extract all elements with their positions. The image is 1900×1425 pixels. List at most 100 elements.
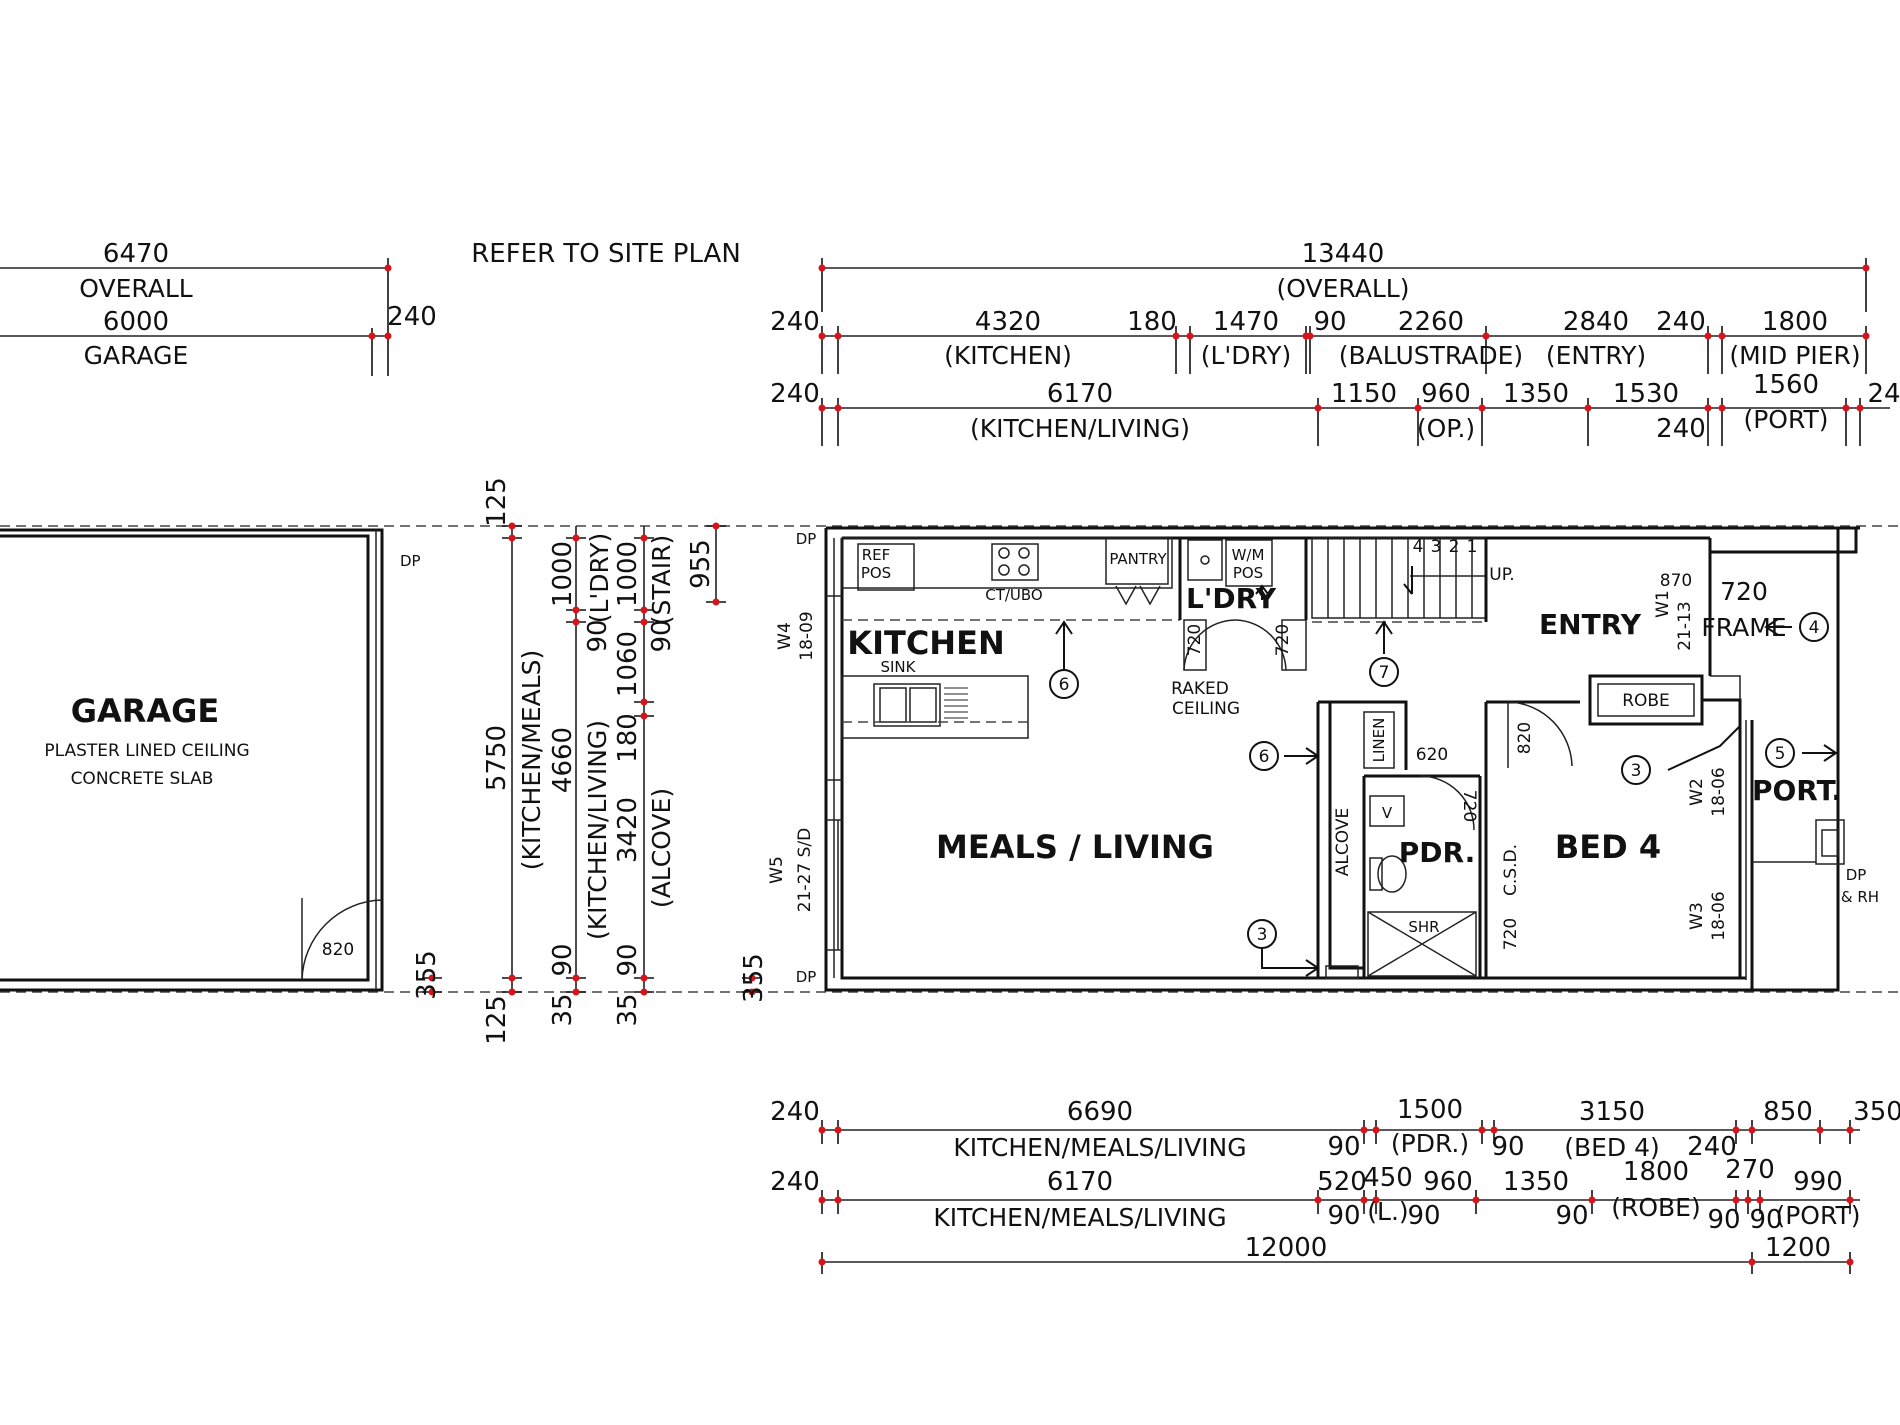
v-3420: 3420 bbox=[613, 797, 643, 863]
v-dim-mark bbox=[712, 598, 720, 606]
b1-3150: 3150 bbox=[1579, 1097, 1645, 1127]
laundry-label: L'DRY bbox=[1186, 582, 1277, 615]
v-alcove-label: (ALCOVE) bbox=[647, 788, 676, 908]
row1-dim-4: 90 bbox=[1313, 307, 1346, 337]
dim-mark bbox=[834, 1196, 842, 1204]
v-garage-355: 355 bbox=[412, 950, 442, 1000]
window-w2-size: 18-06 bbox=[1709, 767, 1729, 816]
v-180: 180 bbox=[613, 713, 643, 763]
b1-sub-90b: 90 bbox=[1491, 1132, 1524, 1162]
alcove-label: ALCOVE bbox=[1333, 808, 1353, 876]
v-stair-1000: 1000 bbox=[613, 541, 643, 607]
dim-mark bbox=[834, 404, 842, 412]
ref-label: REF bbox=[862, 546, 891, 564]
stair-step-3: 3 bbox=[1431, 537, 1442, 557]
marker-6-alcove: 6 bbox=[1259, 747, 1270, 767]
dim-mark bbox=[1588, 1196, 1596, 1204]
row1-dim-6: 2840 bbox=[1563, 307, 1629, 337]
kitchen-label: KITCHEN bbox=[847, 624, 1004, 662]
linen-label: LINEN bbox=[1370, 718, 1388, 763]
row1-label-3: (L'DRY) bbox=[1201, 341, 1292, 370]
ref-pos-label: POS bbox=[861, 564, 891, 582]
vanity-v-label: V bbox=[1382, 804, 1393, 822]
dim-mark bbox=[1478, 404, 1486, 412]
dim-mark bbox=[1856, 404, 1864, 412]
door-820-bed: 820 bbox=[1515, 722, 1535, 754]
b3-12000: 12000 bbox=[1245, 1233, 1328, 1263]
b1-6690: 6690 bbox=[1067, 1097, 1133, 1127]
dim-mark bbox=[1704, 404, 1712, 412]
dim-mark bbox=[1414, 404, 1422, 412]
row1-dim-2: 180 bbox=[1127, 307, 1177, 337]
dim-mark bbox=[818, 1258, 826, 1266]
v-stair-90: 90 bbox=[647, 619, 677, 652]
v-dim-mark bbox=[508, 988, 516, 996]
door-720-csd: 720 bbox=[1501, 918, 1521, 950]
window-w5: W5 bbox=[767, 856, 787, 884]
pantry-label: PANTRY bbox=[1109, 550, 1167, 568]
row2-dim-0: 240 bbox=[770, 379, 820, 409]
b2-sub-90b: 90 bbox=[1407, 1201, 1440, 1231]
b2-6170: 6170 bbox=[1047, 1167, 1113, 1197]
dim-mark bbox=[1372, 1126, 1380, 1134]
garage: GARAGE PLASTER LINED CEILING CONCRETE SL… bbox=[0, 528, 421, 992]
v-stair-label: (STAIR) bbox=[647, 535, 676, 626]
b1-240: 240 bbox=[770, 1097, 820, 1127]
row1-dim-3: 1470 bbox=[1213, 307, 1279, 337]
row1-dim-5: 2260 bbox=[1398, 307, 1464, 337]
b1-sub-240: 240 bbox=[1687, 1132, 1737, 1162]
v-kitchen-living-label: (KITCHEN/LIVING) bbox=[583, 720, 612, 940]
v-dim-mark bbox=[572, 974, 580, 982]
up-label: UP. bbox=[1489, 565, 1514, 585]
dim-mark bbox=[1472, 1196, 1480, 1204]
dim-mark bbox=[1490, 1126, 1498, 1134]
robe-label: ROBE bbox=[1622, 691, 1670, 711]
top-dimensions: REFER TO SITE PLAN 6470 OVERALL 6000 GAR… bbox=[0, 239, 1900, 446]
dim-mark bbox=[818, 404, 826, 412]
row2-dim-3: 960 bbox=[1421, 379, 1471, 409]
v-dim-mark bbox=[572, 534, 580, 542]
row2-dim-7: 1560 bbox=[1753, 370, 1819, 400]
meals-living-label: MEALS / LIVING bbox=[936, 828, 1214, 866]
csd-label: C.S.D. bbox=[1501, 844, 1521, 896]
dim-mark bbox=[1306, 332, 1314, 340]
v-kitchen-meals: 4660 bbox=[548, 727, 578, 793]
dim-mark bbox=[1186, 332, 1194, 340]
dim-mark bbox=[1748, 1258, 1756, 1266]
door-720-entry: 720 bbox=[1720, 577, 1768, 606]
dim-mark bbox=[1816, 1126, 1824, 1134]
row2-label-7: (PORT) bbox=[1743, 405, 1828, 434]
v-total-5750: 5750 bbox=[482, 725, 512, 791]
b1-label-pdr: (PDR.) bbox=[1391, 1129, 1469, 1158]
dim-mark bbox=[818, 332, 826, 340]
row1-dim-8: 1800 bbox=[1762, 307, 1828, 337]
dprh-dp-label: DP bbox=[1846, 866, 1867, 884]
v-kitchen-meals-label: (KITCHEN/MEALS) bbox=[517, 650, 546, 871]
section-markers: 6 7 6 3 3 4 5 bbox=[1049, 612, 1829, 949]
b3-1200: 1200 bbox=[1765, 1233, 1831, 1263]
flow-arrows bbox=[1055, 566, 1838, 977]
v-ldry-label: (L'DRY) bbox=[585, 533, 614, 624]
overall-dim: 13440 bbox=[1302, 239, 1385, 269]
row1-label-8: (MID PIER) bbox=[1729, 341, 1860, 370]
garage-title: GARAGE bbox=[71, 692, 220, 730]
dim-mark bbox=[1846, 1258, 1854, 1266]
door-720-ldry-left: 720 bbox=[1185, 624, 1205, 656]
window-w3-size: 18-06 bbox=[1709, 891, 1729, 940]
dp-top-label: DP bbox=[796, 530, 817, 548]
v-dim-mark bbox=[748, 988, 756, 996]
dim-mark bbox=[1748, 1126, 1756, 1134]
bottom-dimensions: 240 6690 KITCHEN/MEALS/LIVING 1500 (PDR.… bbox=[770, 1095, 1900, 1274]
wm-label: W/M bbox=[1232, 546, 1265, 564]
stair-step-1: 1 bbox=[1467, 537, 1478, 557]
v-dim-mark bbox=[508, 974, 516, 982]
v-al-35: 35 bbox=[613, 993, 643, 1026]
dim-mark bbox=[1744, 1196, 1752, 1204]
dim-mark bbox=[1756, 1196, 1764, 1204]
garage-note-ceiling: PLASTER LINED CEILING bbox=[44, 741, 249, 761]
v-dim-mark bbox=[640, 534, 648, 542]
b2-960: 960 bbox=[1423, 1167, 1473, 1197]
b1-label-kml: KITCHEN/MEALS/LIVING bbox=[953, 1133, 1246, 1162]
v-dim-mark bbox=[640, 988, 648, 996]
